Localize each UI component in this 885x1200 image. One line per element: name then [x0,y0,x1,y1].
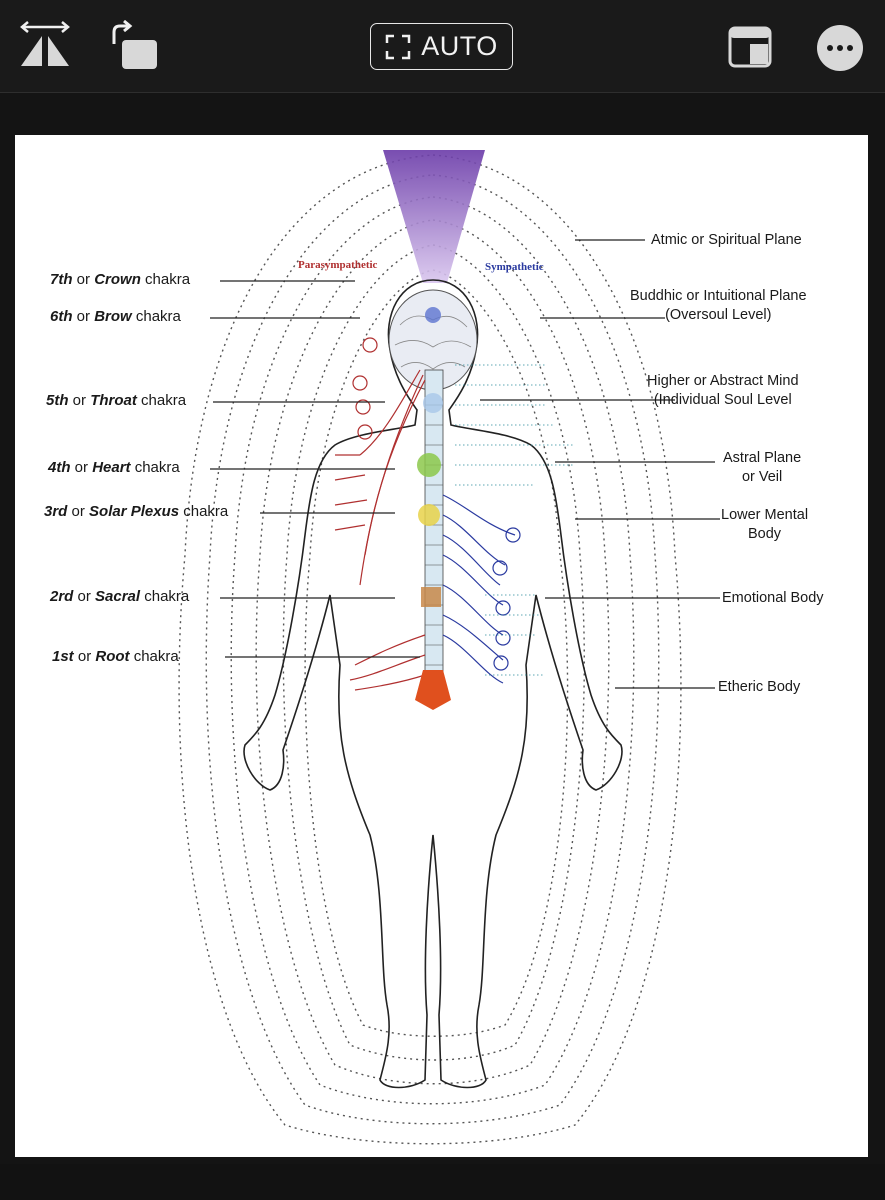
chakra-label-brow: 6th or Brow chakra [50,308,181,325]
plane-label-etheric: Etheric Body [718,679,801,695]
chakra-label-root: 1st or Root chakra [52,648,179,665]
throat-chakra-point [423,393,443,413]
chakra-leader-lines [210,280,420,658]
chakra-label-crown: 7th or Crown chakra [50,271,191,288]
sympathetic-label: Sympathetic [485,261,544,273]
chakra-label-solar-plexus: 3rd or Solar Plexus chakra [44,503,229,520]
image-viewer[interactable]: Parasympathetic Sympathetic 7th or Crown… [0,93,885,1200]
layout-icon[interactable] [728,26,772,68]
sympathetic-nerves [442,494,521,684]
root-chakra-point [415,670,451,710]
rotate-icon[interactable] [108,19,160,72]
crown-funnel [383,150,485,283]
spinal-cord [424,369,444,701]
plane-label-higher-mind: Higher or Abstract Mind(Individual Soul … [647,373,799,408]
more-icon[interactable] [816,24,864,72]
chakra-diagram-photo: Parasympathetic Sympathetic 7th or Crown… [15,135,868,1157]
solar-plexus-chakra-point [418,504,440,526]
parasympathetic-nerves [334,337,426,691]
chakra-label-throat: 5th or Throat chakra [46,392,187,409]
parasympathetic-label: Parasympathetic [298,259,378,271]
viewer-toolbar: AUTO [0,0,885,93]
chakra-label-heart: 4th or Heart chakra [48,459,180,476]
plane-label-atmic: Atmic or Spiritual Plane [651,232,802,248]
body-outline [243,279,623,1089]
plane-leader-lines [480,239,720,689]
chakra-diagram [178,150,720,1145]
auto-button[interactable]: AUTO [370,23,513,70]
plane-label-buddhic: Buddhic or Intuitional Plane(Oversoul Le… [630,288,807,323]
heart-chakra-point [417,453,441,477]
sacral-chakra-point [421,587,441,607]
brow-chakra-point [425,307,441,323]
chakra-label-sacral: 2rd or Sacral chakra [50,588,190,605]
auto-label: AUTO [421,31,498,61]
flip-horizontal-icon[interactable] [18,20,72,70]
fullscreen-corners-icon [385,34,411,59]
bottom-strip [0,1164,885,1200]
plane-label-emotional: Emotional Body [722,590,824,606]
